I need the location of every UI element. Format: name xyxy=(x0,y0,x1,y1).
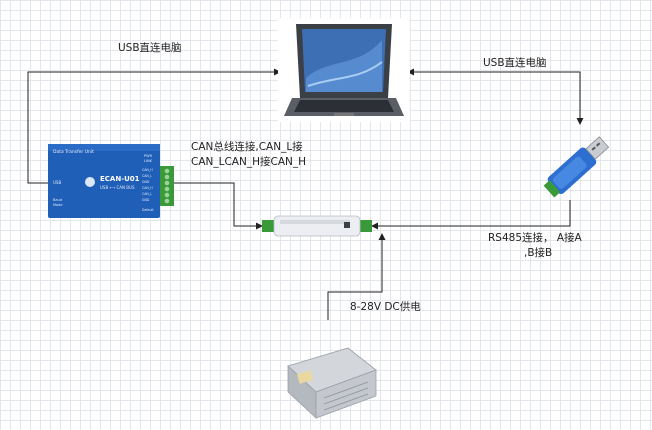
ecan-pin-1: CAN_H xyxy=(142,168,153,172)
can-label-line1: CAN总线连接,CAN_L接 xyxy=(191,141,303,153)
usb-left-connector xyxy=(27,68,281,184)
ecan-side-1: PWR xyxy=(144,154,153,158)
power-label: 8-28V DC供电 xyxy=(350,301,421,313)
ecan-pin-3: GND xyxy=(142,180,150,184)
ecan-header: Data Transfer Unit xyxy=(53,150,94,155)
rs485-label-line2: ,B接B xyxy=(524,247,553,259)
ecan-u01-device: Data Transfer Unit ECAN-U01 USB ⟷ CAN BU… xyxy=(48,144,174,218)
can-bus-connector xyxy=(174,182,263,230)
ecan-bottom-right: Default xyxy=(142,208,154,212)
power-supply-icon xyxy=(278,342,380,420)
ecan-pin-5: CAN_L xyxy=(142,192,153,196)
ecan-side-2: LINK xyxy=(144,159,152,163)
usb-right-label: USB直连电脑 xyxy=(483,57,547,69)
ecan-pin-4: CAN_H xyxy=(142,186,153,190)
ecan-left-small-1: Baud xyxy=(53,198,62,202)
can-coupler-module xyxy=(262,214,372,238)
rs485-label-line1: RS485连接， A接A xyxy=(488,232,582,244)
ecan-subtitle: USB ⟷ CAN BUS xyxy=(100,185,135,190)
power-connector xyxy=(327,233,386,320)
usb-rs485-converter-icon xyxy=(538,124,618,204)
can-label-line2: CAN_LCAN_H接CAN_H xyxy=(191,156,306,168)
ecan-pin-6: GND xyxy=(142,198,150,202)
ecan-left-small-2: Mode xyxy=(53,203,63,207)
usb-right-connector xyxy=(407,68,581,124)
ecan-pin-2: CAN_L xyxy=(142,174,153,178)
rs485-connector xyxy=(371,200,571,230)
ecan-usb-label: USB xyxy=(53,180,62,185)
usb-left-label: USB直连电脑 xyxy=(118,42,182,54)
ecan-model: ECAN-U01 xyxy=(100,175,140,183)
laptop-icon xyxy=(278,18,410,122)
